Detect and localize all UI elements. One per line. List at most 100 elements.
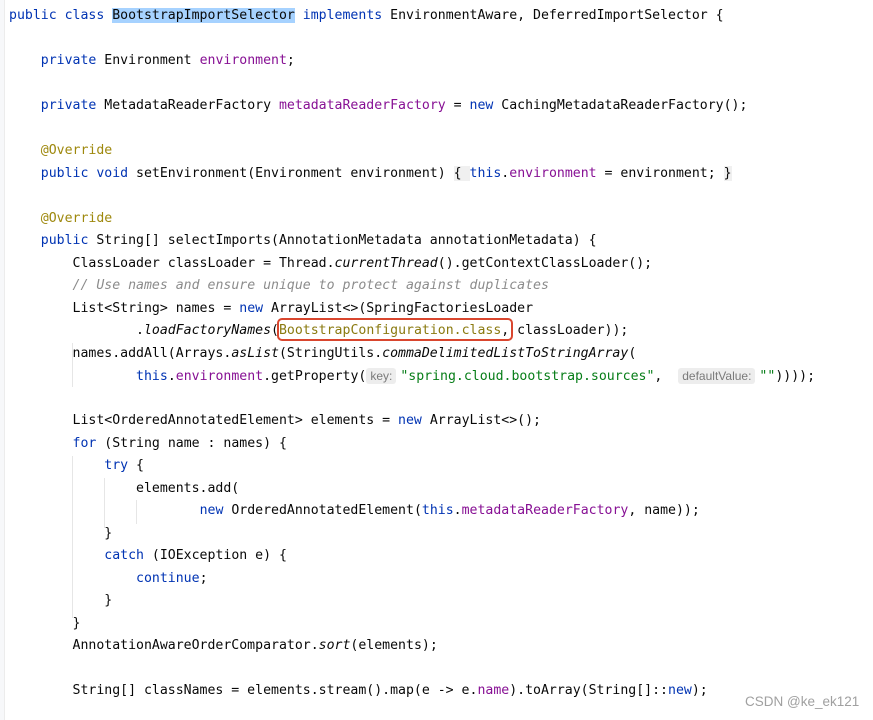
- code-line[interactable]: public void setEnvironment(Environment e…: [9, 163, 815, 186]
- code-text: .: [9, 323, 144, 338]
- static-method: currentThread: [334, 255, 438, 271]
- field: name: [477, 683, 510, 698]
- code-text: CachingMetadataReaderFactory();: [493, 98, 748, 113]
- keyword: public: [40, 233, 89, 248]
- watermark: CSDN @ke_ek121: [745, 694, 860, 709]
- code-line[interactable]: [9, 28, 815, 51]
- code-text: ))));: [775, 369, 816, 384]
- code-text: );: [691, 683, 708, 698]
- code-text: [9, 278, 73, 293]
- code-line[interactable]: continue;: [9, 568, 815, 591]
- code-line[interactable]: ClassLoader classLoader = Thread.current…: [9, 253, 815, 276]
- code-text: }: [9, 615, 81, 631]
- code-line[interactable]: [9, 73, 815, 96]
- code-line[interactable]: @Override: [9, 208, 815, 231]
- indent-guide: [72, 456, 73, 618]
- parameter-hint: defaultValue:: [678, 368, 756, 384]
- code-text: ;: [199, 570, 208, 586]
- keyword: new: [398, 413, 422, 428]
- code-text: [9, 458, 104, 473]
- code-line[interactable]: catch (IOException e) {: [9, 545, 815, 568]
- indent-guide: [72, 343, 73, 387]
- code-line[interactable]: List<OrderedAnnotatedElement> elements =…: [9, 410, 815, 433]
- keyword: private: [40, 98, 97, 113]
- code-line[interactable]: names.addAll(Arrays.asList(StringUtils.c…: [9, 343, 815, 366]
- code-line[interactable]: AnnotationAwareOrderComparator.sort(elem…: [9, 635, 815, 658]
- code-line[interactable]: try {: [9, 455, 815, 478]
- code-line[interactable]: private Environment environment;: [9, 50, 815, 73]
- code-text: EnvironmentAware, DeferredImportSelector…: [382, 8, 724, 23]
- code-text: .: [501, 165, 510, 181]
- code-text: [9, 166, 41, 181]
- code-line[interactable]: // Use names and ensure unique to protec…: [9, 275, 815, 298]
- static-method: sort: [318, 638, 351, 653]
- code-text: String[] classNames = elements.stream().…: [9, 683, 478, 698]
- code-text: List<OrderedAnnotatedElement> elements =: [9, 413, 399, 428]
- field: environment: [509, 165, 597, 181]
- code-text: [9, 211, 41, 226]
- annotation: @Override: [40, 210, 113, 226]
- code-editor[interactable]: public class BootstrapImportSelector imp…: [9, 5, 815, 703]
- indent-guide: [136, 500, 137, 524]
- code-line[interactable]: }: [9, 590, 815, 613]
- field: metadataReaderFactory: [278, 98, 446, 113]
- code-text: ,: [654, 369, 679, 384]
- code-text: String[] selectImports(AnnotationMetadat…: [88, 233, 597, 248]
- code-line[interactable]: [9, 388, 815, 411]
- folded-brace: {: [453, 165, 470, 181]
- code-line[interactable]: elements.add(: [9, 478, 815, 501]
- code-line[interactable]: for (String name : names) {: [9, 433, 815, 456]
- code-text: ).toArray(String[]::: [509, 683, 668, 698]
- code-line[interactable]: .loadFactoryNames(BootstrapConfiguration…: [9, 320, 815, 343]
- static-method: asList: [231, 345, 279, 361]
- keyword: implements: [302, 8, 383, 23]
- code-line[interactable]: this.environment.getProperty(key:"spring…: [9, 365, 815, 388]
- code-text: [9, 503, 200, 518]
- code-text: [9, 369, 136, 384]
- code-text: ArrayList<>(SpringFactoriesLoader: [263, 300, 534, 316]
- code-line[interactable]: private MetadataReaderFactory metadataRe…: [9, 95, 815, 118]
- code-line[interactable]: List<String> names = new ArrayList<>(Spr…: [9, 298, 815, 321]
- code-text: [295, 8, 303, 23]
- code-line[interactable]: public String[] selectImports(Annotation…: [9, 230, 815, 253]
- code-line[interactable]: [9, 118, 815, 141]
- code-text: [9, 548, 104, 563]
- code-line[interactable]: [9, 658, 815, 681]
- code-text: [9, 436, 73, 451]
- keyword: new: [469, 98, 494, 113]
- parameter-hint: key:: [366, 368, 397, 384]
- keyword: this: [469, 165, 502, 181]
- code-text: (String name : names) {: [96, 435, 287, 451]
- highlight-annotation-box: [277, 318, 513, 341]
- code-text: }: [9, 525, 113, 541]
- keyword: this: [421, 503, 454, 518]
- code-text: [9, 233, 41, 248]
- static-method: commaDelimitedListToStringArray: [382, 345, 629, 361]
- code-line[interactable]: @Override: [9, 140, 815, 163]
- code-line[interactable]: String[] classNames = elements.stream().…: [9, 680, 815, 703]
- field: environment: [199, 53, 287, 68]
- selected-text: BootstrapImportSelector: [112, 8, 295, 23]
- code-line[interactable]: new OrderedAnnotatedElement(this.metadat…: [9, 500, 815, 523]
- class-literal: BootstrapConfiguration.class: [278, 323, 502, 338]
- static-method: loadFactoryNames: [143, 323, 272, 338]
- string-literal: "spring.cloud.bootstrap.sources": [400, 369, 655, 384]
- keyword: new: [668, 683, 692, 698]
- keyword: public void: [40, 165, 129, 181]
- code-line[interactable]: public class BootstrapImportSelector imp…: [9, 5, 815, 28]
- code-text: [9, 53, 41, 68]
- code-line[interactable]: }: [9, 613, 815, 636]
- code-text: ClassLoader classLoader = Thread.: [9, 255, 335, 271]
- code-text: (: [628, 345, 637, 361]
- code-line[interactable]: }: [9, 523, 815, 546]
- keyword: try: [104, 458, 129, 473]
- keyword: public class: [9, 8, 113, 23]
- code-text: ().getContextClassLoader();: [437, 255, 653, 271]
- code-text: (elements);: [350, 638, 438, 653]
- code-line[interactable]: [9, 185, 815, 208]
- code-text: (IOException e) {: [143, 548, 287, 563]
- keyword: this: [136, 369, 168, 384]
- code-text: , name));: [628, 503, 700, 518]
- folded-brace: }: [723, 165, 732, 181]
- field: metadataReaderFactory: [461, 503, 629, 518]
